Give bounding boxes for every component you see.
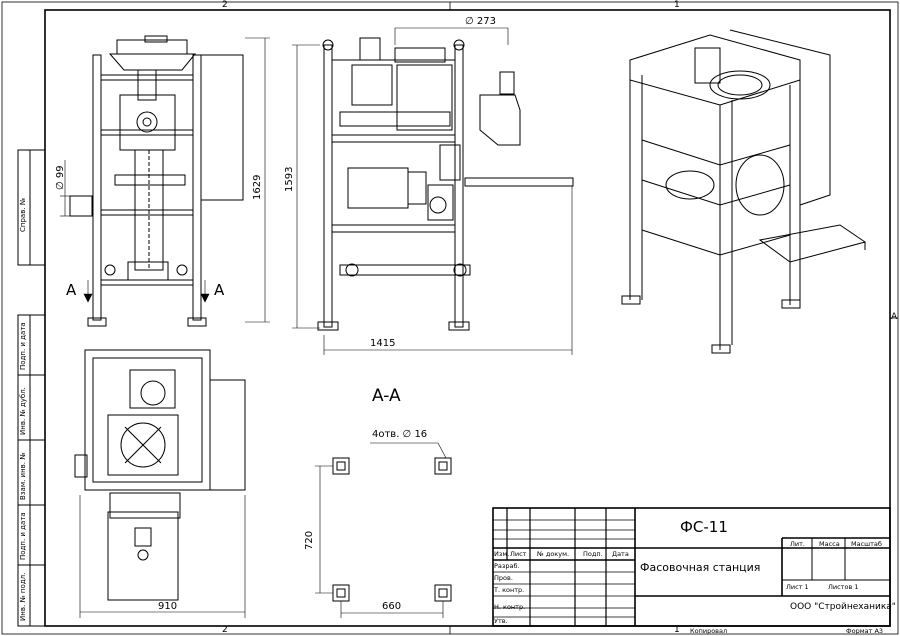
tb-row-utv: Утв. — [494, 617, 508, 625]
tb-row-prov: Пров. — [494, 574, 513, 582]
tb-format: Формат А3 — [846, 627, 884, 635]
zone-label-bottom-left: 2 — [222, 625, 228, 635]
dim-width-910: 910 — [158, 601, 178, 612]
stamp-podp-data-1: Подп. и дата — [19, 322, 27, 370]
section-aa — [332, 457, 452, 602]
tb-sheets: Листов 1 — [828, 583, 859, 591]
tb-row-nkontr: Н. контр. — [494, 603, 526, 611]
inner-frame — [44, 9, 891, 627]
front-view-dims — [60, 37, 270, 323]
stamp-inv-dubl: Инв. № дубл. — [19, 387, 27, 435]
top-view-dims — [79, 495, 246, 618]
dim-diameter-99: ∅ 99 — [55, 165, 66, 190]
tb-col-podp: Подп. — [583, 550, 603, 558]
dim-span-660: 660 — [382, 601, 402, 612]
tb-col-izm: Изм. — [494, 550, 510, 558]
top-view — [74, 349, 246, 601]
front-view — [69, 35, 244, 327]
side-stamp-table — [17, 149, 46, 627]
dim-height-1593: 1593 — [284, 166, 295, 192]
section-aa-dims — [315, 442, 447, 618]
stamp-spravka: Справ. № — [19, 197, 27, 232]
isometric-view — [621, 29, 867, 354]
section-title: A-A — [372, 386, 401, 406]
dim-width-1415: 1415 — [370, 338, 396, 349]
stamp-vzam-inv: Взам. инв. № — [19, 452, 27, 500]
tb-col-list: Лист — [510, 550, 527, 558]
tb-sheet: Лист 1 — [786, 583, 809, 591]
tb-product-name: Фасовочная станция — [640, 561, 761, 574]
dim-mount-holes: 4отв. ∅ 16 — [372, 429, 428, 440]
zone-label-right: A — [891, 312, 898, 322]
tb-row-razrab: Разраб. — [494, 562, 520, 570]
tb-hdr-lit: Лит. — [790, 540, 805, 548]
dim-span-720: 720 — [304, 530, 315, 550]
tb-designation: ФС-11 — [680, 518, 728, 536]
tb-col-doc: № докум. — [537, 550, 570, 558]
tb-col-date: Дата — [612, 550, 629, 558]
tb-hdr-masshtab: Масштаб — [851, 540, 882, 548]
dim-diameter-273: ∅ 273 — [465, 16, 496, 27]
section-arrow-right-label: A — [214, 281, 225, 299]
zone-label-top-left: 2 — [222, 0, 228, 10]
zone-label-top-right: 1 — [674, 0, 680, 10]
dim-height-1629: 1629 — [252, 174, 263, 200]
tb-copied: Копировал — [690, 627, 728, 635]
stamp-podp-data-2: Подп. и дата — [19, 512, 27, 560]
stamp-inv-podl: Инв. № подл. — [19, 572, 27, 621]
section-arrow-left-label: A — [66, 281, 77, 299]
title-block-grid — [492, 507, 891, 627]
side-view — [317, 37, 574, 331]
zone-ticks — [449, 2, 898, 634]
side-view-dims — [292, 27, 573, 355]
zone-label-bottom-right: 1 — [674, 625, 680, 635]
tb-row-tkontr: Т. контр. — [494, 586, 525, 594]
tb-organization: ООО "Стройнеханика" — [790, 602, 896, 612]
tb-hdr-massa: Масса — [819, 540, 840, 548]
